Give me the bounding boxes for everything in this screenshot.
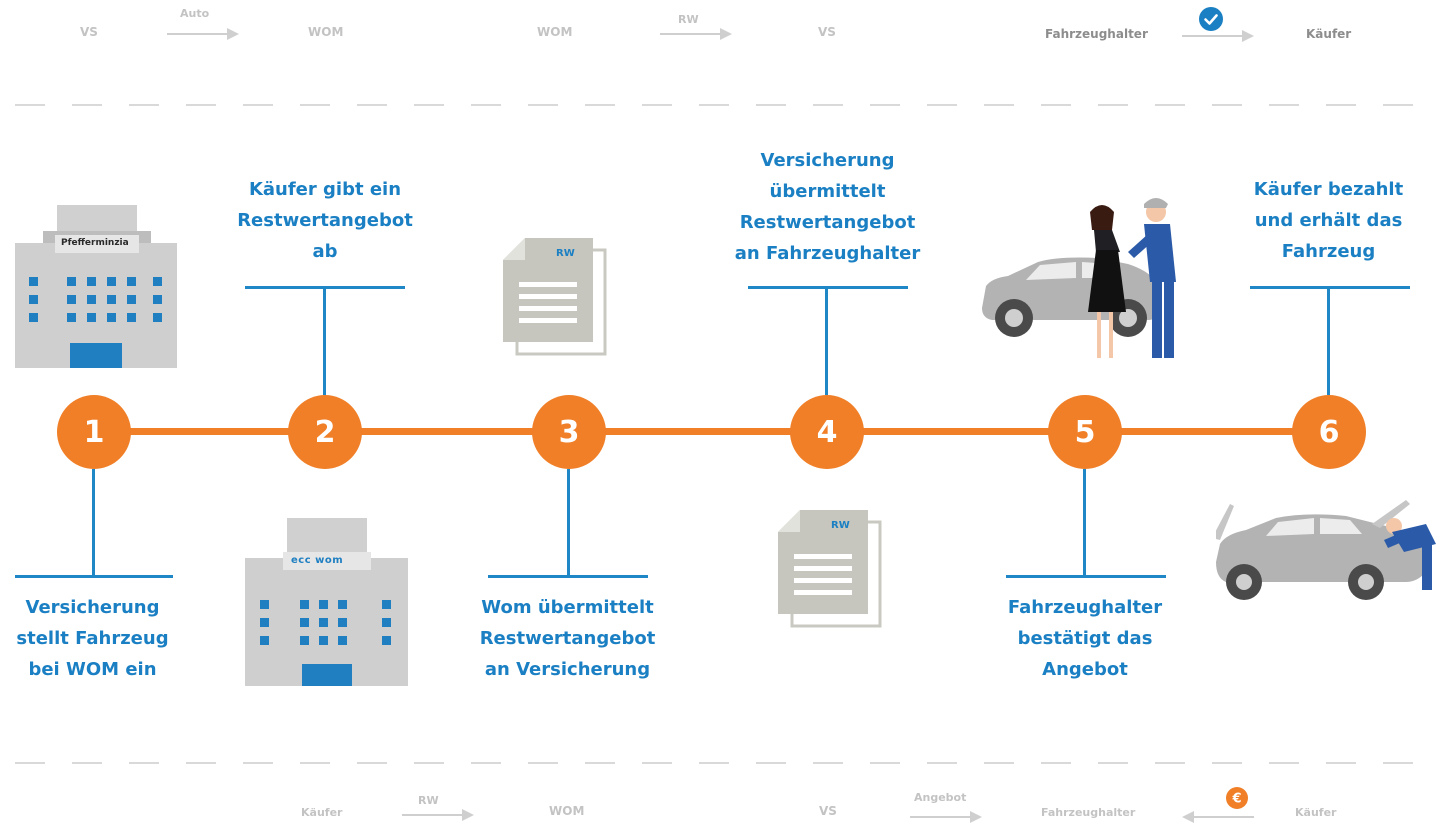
step-5-label: Fahrzeughalter bestätigt das Angebot [990, 592, 1180, 685]
connector-3 [567, 469, 570, 576]
step-1-label: Versicherung stellt Fahrzeug bei WOM ein [5, 592, 180, 685]
connector-6-bar [1250, 286, 1410, 289]
step-5-node: 5 [1048, 395, 1122, 469]
step-2-node: 2 [288, 395, 362, 469]
arrow-label-auto: Auto [180, 7, 210, 20]
connector-4-bar [748, 286, 908, 289]
step-4-label: Versicherung übermittelt Restwertangebot… [725, 145, 930, 269]
step-2-line-2: Restwertangebot [237, 210, 413, 231]
checkmark-badge-icon [1199, 7, 1223, 31]
step-4-node: 4 [790, 395, 864, 469]
arrow-label-rw: RW [418, 794, 439, 807]
arrow-right-icon [1182, 30, 1254, 42]
connector-1 [92, 469, 95, 576]
flow-wom: WOM [549, 804, 585, 818]
document-icon: RW [778, 510, 883, 628]
flow-kaeufer: Käufer [301, 806, 343, 819]
mechanic-car-illustration [1212, 500, 1436, 608]
wom-sign: ecc wom [291, 555, 344, 566]
svg-text:€: € [1231, 792, 1241, 807]
step-4-line-4: an Fahrzeughalter [734, 243, 921, 264]
step-6-node: 6 [1292, 395, 1366, 469]
step-6-line-1: Käufer bezahlt [1253, 179, 1404, 200]
step-1-line-3: bei WOM ein [28, 659, 157, 680]
arrow-right-icon [167, 28, 239, 40]
step-3-line-3: an Versicherung [484, 659, 651, 680]
insurance-sign: Pfefferminzia [61, 238, 129, 248]
step-5-line-3: Angebot [1042, 659, 1128, 680]
car-handover-illustration [978, 190, 1193, 365]
flow-wom: WOM [537, 25, 573, 39]
step-4-line-1: Versicherung [760, 150, 895, 171]
flow-vs: VS [80, 25, 98, 39]
step-1-line-1: Versicherung [25, 597, 160, 618]
arrow-right-icon [402, 809, 474, 821]
arrow-left-icon [1182, 811, 1254, 823]
step-4-line-3: Restwertangebot [739, 212, 916, 233]
step-5-line-2: bestätigt das [1017, 628, 1153, 649]
step-6-line-3: Fahrzeug [1281, 241, 1376, 262]
bottom-divider [15, 762, 1425, 764]
step-3-line-1: Wom übermittelt [481, 597, 654, 618]
arrow-label-rw: RW [678, 13, 699, 26]
connector-6 [1327, 287, 1330, 395]
connector-1-bar [15, 575, 173, 578]
connector-3-bar [488, 575, 648, 578]
wom-building-icon: ecc wom [245, 518, 408, 686]
arrow-right-icon [660, 28, 732, 40]
flow-kaeufer: Käufer [1306, 27, 1352, 41]
step-3-line-2: Restwertangebot [479, 628, 656, 649]
step-1-node: 1 [57, 395, 131, 469]
flow-vs: VS [818, 25, 836, 39]
euro-badge-icon: € [1226, 787, 1248, 809]
connector-2 [323, 287, 326, 395]
flow-wom: WOM [308, 25, 344, 39]
step-5-line-1: Fahrzeughalter [1007, 597, 1163, 618]
document-icon: RW [503, 238, 608, 356]
flow-fahrzeughalter: Fahrzeughalter [1041, 806, 1136, 819]
arrow-label-angebot: Angebot [914, 791, 967, 804]
step-2-line-1: Käufer gibt ein [248, 179, 402, 200]
step-4-line-2: übermittelt [769, 181, 886, 202]
top-divider [15, 104, 1425, 106]
step-2-line-3: ab [312, 241, 338, 262]
step-3-node: 3 [532, 395, 606, 469]
step-2-label: Käufer gibt ein Restwertangebot ab [230, 174, 420, 267]
arrow-right-icon [910, 811, 982, 823]
document-tag: RW [831, 520, 850, 531]
connector-4 [825, 287, 828, 395]
step-3-label: Wom übermittelt Restwertangebot an Versi… [470, 592, 665, 685]
step-6-line-2: und erhält das [1254, 210, 1403, 231]
flow-kaeufer: Käufer [1295, 806, 1337, 819]
timeline-line [95, 428, 1330, 435]
connector-5-bar [1006, 575, 1166, 578]
connector-5 [1083, 469, 1086, 576]
flow-fahrzeughalter: Fahrzeughalter [1045, 27, 1148, 41]
document-tag: RW [556, 248, 575, 259]
connector-2-bar [245, 286, 405, 289]
flow-vs: VS [819, 804, 837, 818]
insurance-building-icon: Pfefferminzia [15, 205, 177, 368]
step-1-line-2: stellt Fahrzeug [16, 628, 169, 649]
step-6-label: Käufer bezahlt und erhält das Fahrzeug [1226, 174, 1431, 267]
